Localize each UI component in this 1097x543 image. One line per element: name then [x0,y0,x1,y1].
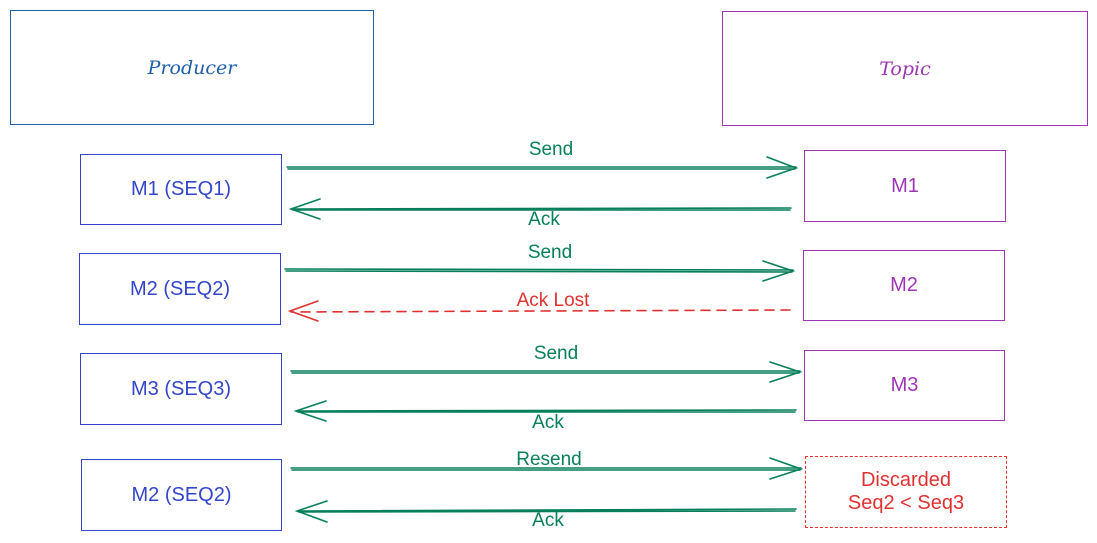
producer-message-3: M3 (SEQ3) [80,353,282,425]
topic-message-1: M1 [804,150,1006,222]
resend-arrow-4 [290,457,804,480]
topic-message-2: M2 [803,250,1005,321]
send-label-3: Send [533,343,579,364]
producer-header: Producer [10,10,374,125]
resend-label-4: Resend [516,449,582,470]
send-arrow-3 [290,361,803,383]
topic-message-3: M3 [804,350,1005,421]
producer-message-2: M2 (SEQ2) [79,253,281,325]
ack-lost-label-2: Ack Lost [516,290,590,311]
send-label-1: Send [528,139,574,160]
send-arrow-2 [284,260,796,282]
ack-label-3: Ack [532,412,564,433]
ack-label-1: Ack [528,209,560,230]
discarded-message-box: Discarded Seq2 < Seq3 [805,456,1007,528]
producer-message-4: M2 (SEQ2) [81,459,282,531]
discard-reason-label: Seq2 < Seq3 [847,492,965,514]
ack-arrow-1 [288,198,792,220]
send-label-2: Send [527,242,573,263]
ack-arrow-4 [294,500,797,523]
ack-arrow-3 [293,400,797,422]
ack-lost-arrow-2 [287,300,791,322]
producer-message-1: M1 (SEQ1) [80,154,282,225]
discarded-label: Discarded [860,469,952,491]
topic-header: Topic [722,11,1088,126]
ack-label-4: Ack [532,510,564,531]
send-arrow-1 [286,156,799,179]
